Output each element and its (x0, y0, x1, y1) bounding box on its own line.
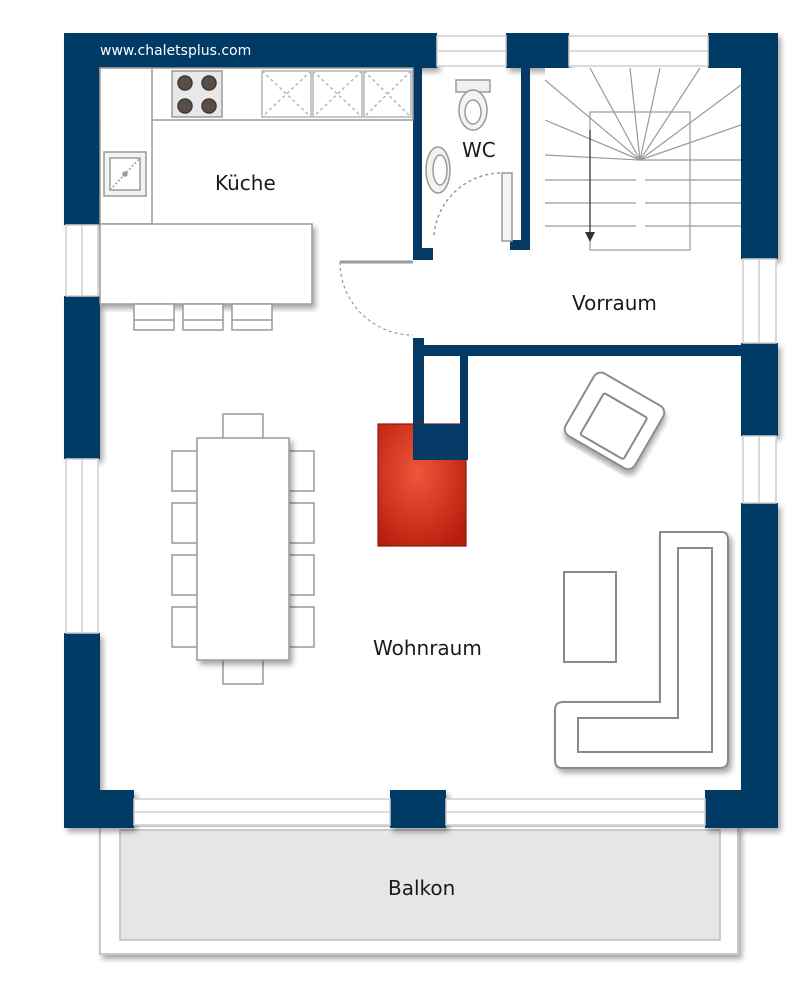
bar-stool (231, 303, 273, 331)
dining-table (196, 437, 290, 661)
wall-chimney-right (460, 356, 468, 446)
bar-stool (133, 303, 175, 331)
sink-icon (103, 151, 147, 197)
wc-fixtures (425, 79, 513, 242)
chair-left (171, 554, 199, 596)
chimney-block-front (413, 424, 468, 460)
chair-right (287, 502, 315, 544)
wall-chimney-left (413, 338, 424, 458)
staircase-icon (544, 67, 742, 251)
hallway-label: Vorraum (572, 291, 657, 315)
kitchen-fixtures (99, 67, 414, 331)
bar-stool (182, 303, 224, 331)
balcony (99, 825, 739, 955)
kitchen-counter-left (99, 67, 153, 225)
wall-top-middle (506, 33, 569, 68)
wall-right-upper (741, 33, 778, 259)
chair-right (287, 606, 315, 648)
chair-left (171, 606, 199, 648)
wall-left-upper (64, 33, 100, 225)
wall-kitchen-wc-stub (413, 248, 433, 260)
wall-right-middle (741, 343, 778, 436)
kitchen-cabinets (261, 70, 412, 118)
chair-head (222, 413, 264, 441)
wall-right-lower (741, 503, 778, 828)
coffee-table (563, 571, 617, 663)
cooktop-icon (171, 70, 223, 118)
wc-label: WC (462, 138, 496, 162)
wall-kitchen-wc (413, 68, 422, 260)
wall-hallway-living (413, 345, 744, 356)
living-room-label: Wohnraum (373, 636, 482, 660)
wall-top-left (64, 33, 437, 68)
wall-left-middle (64, 296, 100, 459)
dining-set (171, 413, 315, 685)
wall-wc-door-jamb (510, 240, 530, 250)
balcony-label: Balkon (388, 876, 455, 900)
wc-door[interactable] (433, 172, 513, 242)
wall-bottom-middle (390, 790, 446, 828)
kitchen-label: Küche (215, 171, 276, 195)
wall-wc-stairs (521, 68, 530, 250)
sofa-icon (554, 531, 729, 769)
kitchen-door[interactable] (339, 260, 414, 336)
kitchen-island (99, 223, 313, 305)
armchair-icon (563, 371, 666, 471)
outer-walls (64, 33, 778, 828)
toilet-icon (455, 79, 491, 131)
chair-foot (222, 657, 264, 685)
chair-right (287, 554, 315, 596)
windows (65, 35, 777, 826)
chair-right (287, 450, 315, 492)
washbasin-icon (425, 146, 451, 194)
wall-bottom-left (64, 790, 134, 828)
balcony-floor (119, 829, 721, 941)
chair-left (171, 502, 199, 544)
watermark: www.chaletsplus.com (100, 43, 251, 59)
chair-left (171, 450, 199, 492)
